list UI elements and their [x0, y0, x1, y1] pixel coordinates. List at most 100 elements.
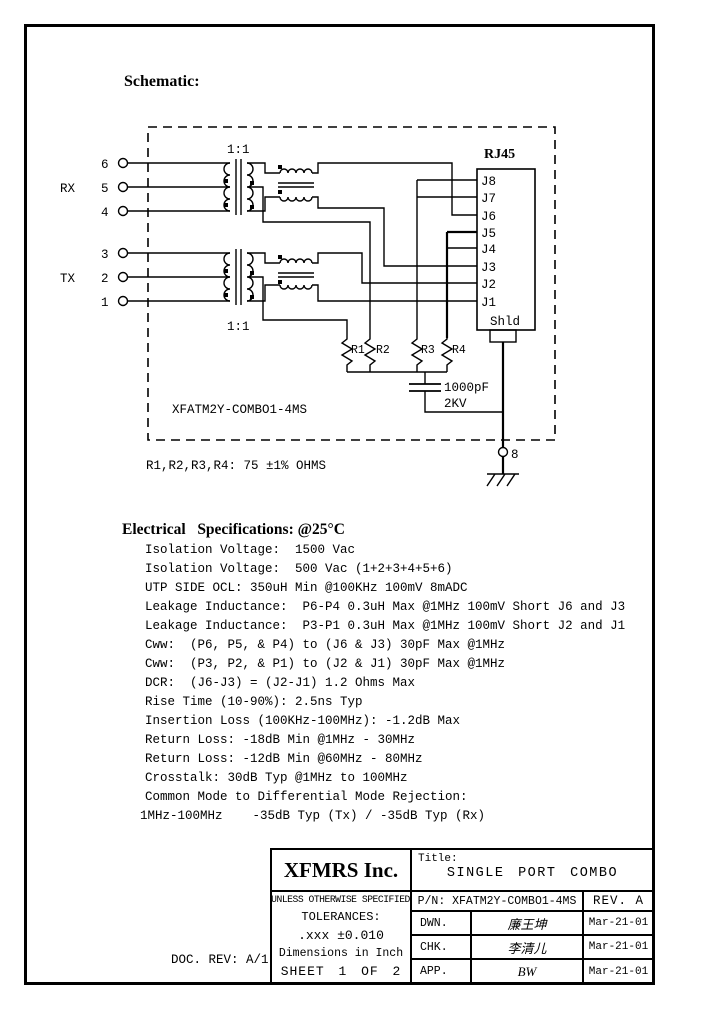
wires-thick	[445, 230, 505, 474]
checked-date: Mar-21-01	[588, 941, 649, 953]
spec-line: Insertion Loss (100KHz-100MHz): -1.2dB M…	[145, 714, 461, 728]
tolerances-label: TOLERANCES:	[301, 910, 381, 924]
rj45-pin-j7: J7	[481, 192, 496, 206]
shield-label: Shld	[490, 315, 520, 329]
resistor-note: R1,R2,R3,R4: 75 ±1% OHMS	[146, 459, 326, 473]
pin-leads	[128, 162, 230, 302]
drawing-title: SINGLE PORT COMBO	[446, 866, 619, 881]
rj45-pin-j1: J1	[481, 296, 496, 310]
approved-row: APP. BW Mar-21-01	[412, 960, 653, 983]
r2-label: R2	[376, 344, 390, 357]
pin6-label: 6	[101, 158, 109, 172]
capacitor-value-label: 1000pF	[444, 381, 489, 395]
pin2-label: 2	[101, 272, 109, 286]
rj45-label: RJ45	[484, 147, 515, 162]
rx-label: RX	[60, 182, 76, 196]
tolerances-cell: UNLESS OTHERWISE SPECIFIED TOLERANCES: .…	[272, 892, 412, 983]
checked-role: CHK.	[412, 936, 472, 958]
spec-line: Cww: (P6, P5, & P4) to (J6 & J3) 30pF Ma…	[145, 638, 506, 652]
pin8-label: 8	[511, 448, 519, 462]
polarity-dots	[224, 165, 282, 299]
spec-line: Isolation Voltage: 500 Vac (1+2+3+4+5+6)	[145, 562, 453, 576]
rx-choke-bottom-coil	[279, 196, 313, 202]
tx-transformer-core	[235, 249, 242, 305]
unless-note: UNLESS OTHERWISE SPECIFIED	[271, 895, 411, 906]
ratio-top-label: 1:1	[227, 143, 250, 157]
pin5-label: 5	[101, 182, 109, 196]
rx-transformer-primary-coil	[223, 162, 231, 212]
drawn-row: DWN. 廉王坤 Mar-21-01	[412, 912, 653, 936]
revision-cell: REV. A	[584, 892, 653, 912]
pin1-label: 1	[101, 296, 109, 310]
tx-label: TX	[60, 272, 76, 286]
pin3-label: 3	[101, 248, 109, 262]
tolerance-value: .xxx ±0.010	[298, 928, 384, 943]
part-number-label: XFATM2Y-COMBO1-4MS	[172, 403, 307, 417]
rx-transformer-secondary-coil	[246, 162, 254, 212]
doc-rev-label: DOC. REV: A/1	[171, 953, 269, 967]
spec-line: Leakage Inductance: P6-P4 0.3uH Max @1MH…	[145, 600, 626, 614]
rj45-pin-j2: J2	[481, 278, 496, 292]
schematic-heading: Schematic:	[124, 73, 200, 90]
tx-transformer-primary-coil	[223, 252, 231, 302]
checked-row: CHK. 李清儿 Mar-21-01	[412, 936, 653, 960]
tx-transformer-secondary-coil	[246, 252, 254, 302]
title-block: XFMRS Inc. UNLESS OTHERWISE SPECIFIED TO…	[270, 848, 655, 985]
spec-line: Common Mode to Differential Mode Rejecti…	[145, 790, 468, 804]
rj45-pin-j8: J8	[481, 175, 496, 189]
spec-line: Leakage Inductance: P3-P1 0.3uH Max @1MH…	[145, 619, 626, 633]
spec-line: UTP SIDE OCL: 350uH Min @100KHz 100mV 8m…	[145, 581, 468, 595]
ground-icon	[486, 473, 519, 487]
r4-label: R4	[452, 344, 466, 357]
shield-tab	[489, 329, 517, 343]
approved-signature: BW	[472, 960, 584, 983]
rx-transformer-core	[235, 159, 242, 215]
rj45-pin-j3: J3	[481, 261, 496, 275]
part-number-cell: P/N: XFATM2Y-COMBO1-4MS	[412, 892, 584, 912]
resistor-r4	[440, 338, 454, 366]
drawn-role: DWN.	[412, 912, 472, 934]
company-name: XFMRS Inc.	[272, 850, 412, 892]
spec-line: Isolation Voltage: 1500 Vac	[145, 543, 356, 557]
approved-date: Mar-21-01	[588, 965, 649, 978]
capacitor-plates	[409, 383, 441, 392]
spec-line: Return Loss: -12dB Min @60MHz - 80MHz	[145, 752, 423, 766]
electrical-specs-list: Isolation Voltage: 1500 Vac Isolation Vo…	[140, 541, 626, 826]
checked-signature: 李清儿	[472, 936, 584, 958]
sheet-number: SHEET 1 OF 2	[280, 964, 402, 979]
resistor-r2	[363, 338, 377, 366]
spec-line: Return Loss: -18dB Min @1MHz - 30MHz	[145, 733, 416, 747]
tx-choke-top-coil	[279, 258, 313, 264]
spec-line: Crosstalk: 30dB Typ @1MHz to 100MHz	[145, 771, 408, 785]
pin4-label: 4	[101, 206, 109, 220]
resistor-r1	[340, 338, 354, 366]
component-outline-dashed-box	[147, 126, 556, 441]
approved-role: APP.	[412, 960, 472, 983]
specs-heading: Electrical Specifications: @25°C	[122, 521, 345, 538]
r1-label: R1	[351, 344, 365, 357]
dimensions-note: Dimensions in Inch	[278, 947, 404, 960]
left-pin-terminals	[117, 157, 509, 458]
rj45-pin-j5: J5	[481, 227, 496, 241]
rx-choke-core	[278, 182, 314, 188]
drawn-signature: 廉王坤	[472, 912, 584, 934]
drawn-date: Mar-21-01	[588, 917, 649, 929]
pin8-terminal	[497, 446, 509, 458]
rj45-pin-j6: J6	[481, 210, 496, 224]
spec-line: 1MHz-100MHz -35dB Typ (Tx) / -35dB Typ (…	[140, 809, 486, 823]
rj45-pin-j4: J4	[481, 243, 496, 257]
r3-label: R3	[421, 344, 435, 357]
spec-line: Cww: (P3, P2, & P1) to (J2 & J1) 30pF Ma…	[145, 657, 506, 671]
title-cell: Title: SINGLE PORT COMBO	[412, 850, 653, 892]
spec-line: DCR: (J6-J3) = (J2-J1) 1.2 Ohms Max	[145, 676, 416, 690]
capacitor-rating-label: 2KV	[444, 397, 467, 411]
spec-line: Rise Time (10-90%): 2.5ns Typ	[145, 695, 363, 709]
ratio-bottom-label: 1:1	[227, 320, 250, 334]
wires	[247, 162, 503, 413]
tx-choke-core	[278, 272, 314, 278]
tx-choke-bottom-coil	[279, 284, 313, 290]
rx-choke-top-coil	[279, 168, 313, 174]
title-label: Title:	[418, 853, 458, 865]
